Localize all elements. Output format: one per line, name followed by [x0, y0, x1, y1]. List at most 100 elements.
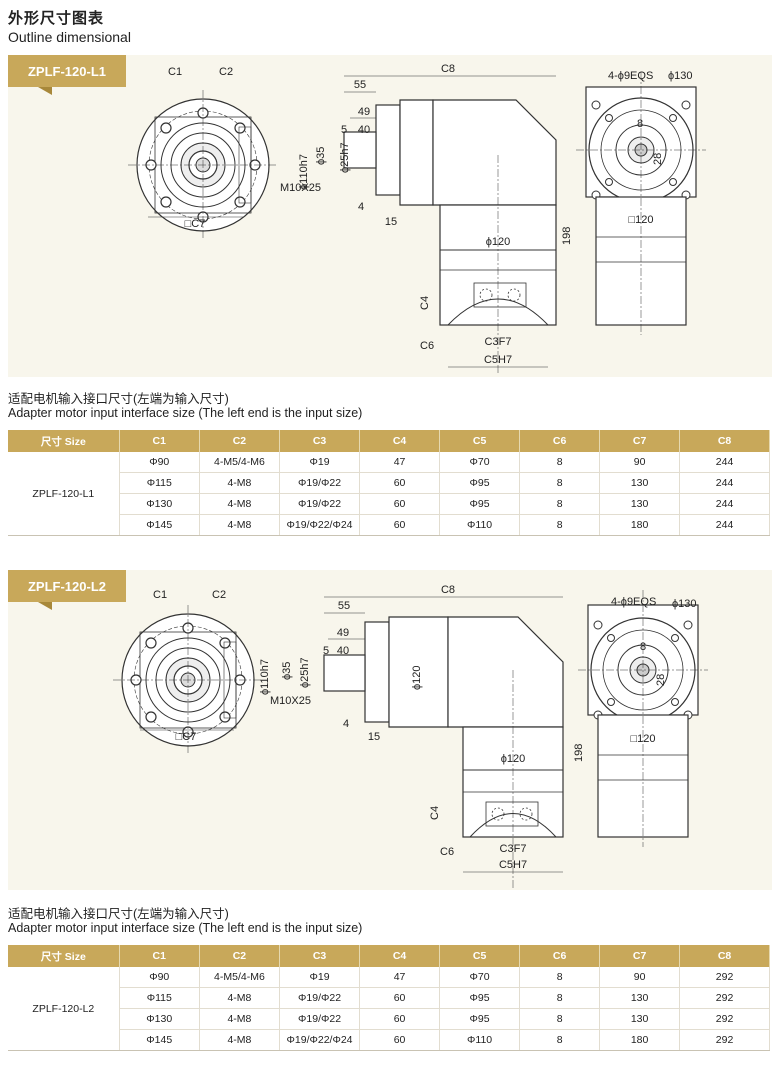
table-cell: 292 [679, 1008, 770, 1030]
table-cell: 4-M5/4-M6 [199, 452, 280, 473]
drawing-outline [375, 104, 401, 196]
dimension-label: 55 [354, 79, 366, 91]
table-cell: Φ145 [119, 1029, 200, 1051]
column-header: C7 [599, 430, 681, 452]
drawing-circle [519, 807, 533, 821]
drawing-circle [145, 637, 157, 649]
drawing-circle [219, 711, 231, 723]
column-header: C2 [199, 945, 280, 967]
drawing-circle [507, 288, 521, 302]
housing-body [399, 99, 434, 206]
drawing-circle [669, 178, 677, 186]
table-cell: Φ115 [119, 987, 200, 1009]
table-cell: 8 [519, 1008, 601, 1030]
dimension-label: 28 [652, 153, 664, 165]
column-header: C2 [199, 430, 280, 452]
table-cell: Φ70 [439, 967, 521, 988]
dimension-label: 40 [358, 124, 370, 136]
drawing-circle [605, 114, 613, 122]
table-cell: 130 [599, 987, 681, 1009]
table-cell: Φ130 [119, 1008, 200, 1030]
table-cell: 130 [599, 472, 681, 494]
table-cell: 180 [599, 514, 681, 536]
table-cell: Φ95 [439, 493, 521, 515]
drawing-circle [669, 114, 677, 122]
table-cell: Φ19/Φ22/Φ24 [279, 1029, 361, 1051]
dimension-label: C3F7 [485, 336, 512, 348]
table-cell: 90 [599, 452, 681, 473]
dimension-label: C4 [419, 296, 431, 310]
table-cell: 8 [519, 472, 601, 494]
table-cell: 60 [359, 472, 441, 494]
dimension-label: ϕ130 [668, 70, 693, 82]
table-cell: 244 [679, 472, 770, 494]
dimension-label: □120 [629, 214, 654, 226]
table-cell: 47 [359, 452, 441, 473]
dimension-label: C1 [168, 66, 182, 78]
table-cell: Φ110 [439, 1029, 521, 1051]
table-cell: 4-M5/4-M6 [199, 967, 280, 988]
dimension-label: C2 [219, 66, 233, 78]
drawing-circle [671, 698, 679, 706]
model-cell: ZPLF-120-L1 [8, 452, 120, 536]
table-cell: 4-M8 [199, 514, 280, 536]
column-header: C5 [439, 945, 521, 967]
dimension-label: C8 [441, 63, 455, 75]
table-cell: Φ115 [119, 472, 200, 494]
dimension-label: 55 [338, 600, 350, 612]
table-cell: 8 [519, 452, 601, 473]
subtitle-cn: 适配电机输入接口尺寸(左端为输入尺寸) [8, 392, 229, 406]
drawing-circle [160, 122, 172, 134]
drawing-outline [343, 131, 377, 169]
table-cell: 4-M8 [199, 1029, 280, 1051]
column-header: C1 [119, 945, 200, 967]
dimension-label: 8 [637, 118, 643, 130]
dimension-label: C5H7 [499, 859, 527, 871]
drawing-circle [683, 620, 693, 630]
table-cell: 244 [679, 452, 770, 473]
dimension-label: C2 [212, 589, 226, 601]
table-cell: 8 [519, 493, 601, 515]
model-tag: ZPLF-120-L1 [8, 55, 126, 87]
dimension-label: 5 [341, 124, 347, 136]
dimension-label: M10X25 [280, 182, 321, 194]
column-header: 尺寸 Size [8, 430, 120, 452]
table-cell: 8 [519, 987, 601, 1009]
table-cell: 292 [679, 967, 770, 988]
subtitle-cn: 适配电机输入接口尺寸(左端为输入尺寸) [8, 907, 229, 921]
drawing-circle [671, 634, 679, 642]
dimension-label: ϕ120 [501, 753, 526, 765]
drawing-outline [364, 621, 390, 723]
column-header: C4 [359, 430, 441, 452]
dimension-label: ϕ35 [315, 147, 327, 165]
column-header: C3 [279, 945, 361, 967]
column-header: C6 [519, 945, 601, 967]
dimension-label: □C7 [176, 731, 197, 743]
dimension-label: □120 [631, 733, 656, 745]
column-header: C3 [279, 430, 361, 452]
table-cell: 8 [519, 1029, 601, 1051]
table-cell: 244 [679, 514, 770, 536]
table-cell: 292 [679, 1029, 770, 1051]
dimension-label: 28 [655, 674, 667, 686]
dimension-label: C3F7 [500, 843, 527, 855]
table-cell: 8 [519, 967, 601, 988]
table-cell: Φ90 [119, 967, 200, 988]
dimension-label: ϕ120 [486, 236, 511, 248]
table-cell: 4-M8 [199, 987, 280, 1009]
drawing-circle [234, 122, 246, 134]
dimension-label: C4 [429, 806, 441, 820]
drawing-circle [593, 620, 603, 630]
table-cell: 60 [359, 514, 441, 536]
drawing-circle [607, 634, 615, 642]
subtitle-en: Adapter motor input interface size (The … [8, 921, 363, 935]
drawing-circle [681, 100, 691, 110]
table-cell: Φ19 [279, 452, 361, 473]
